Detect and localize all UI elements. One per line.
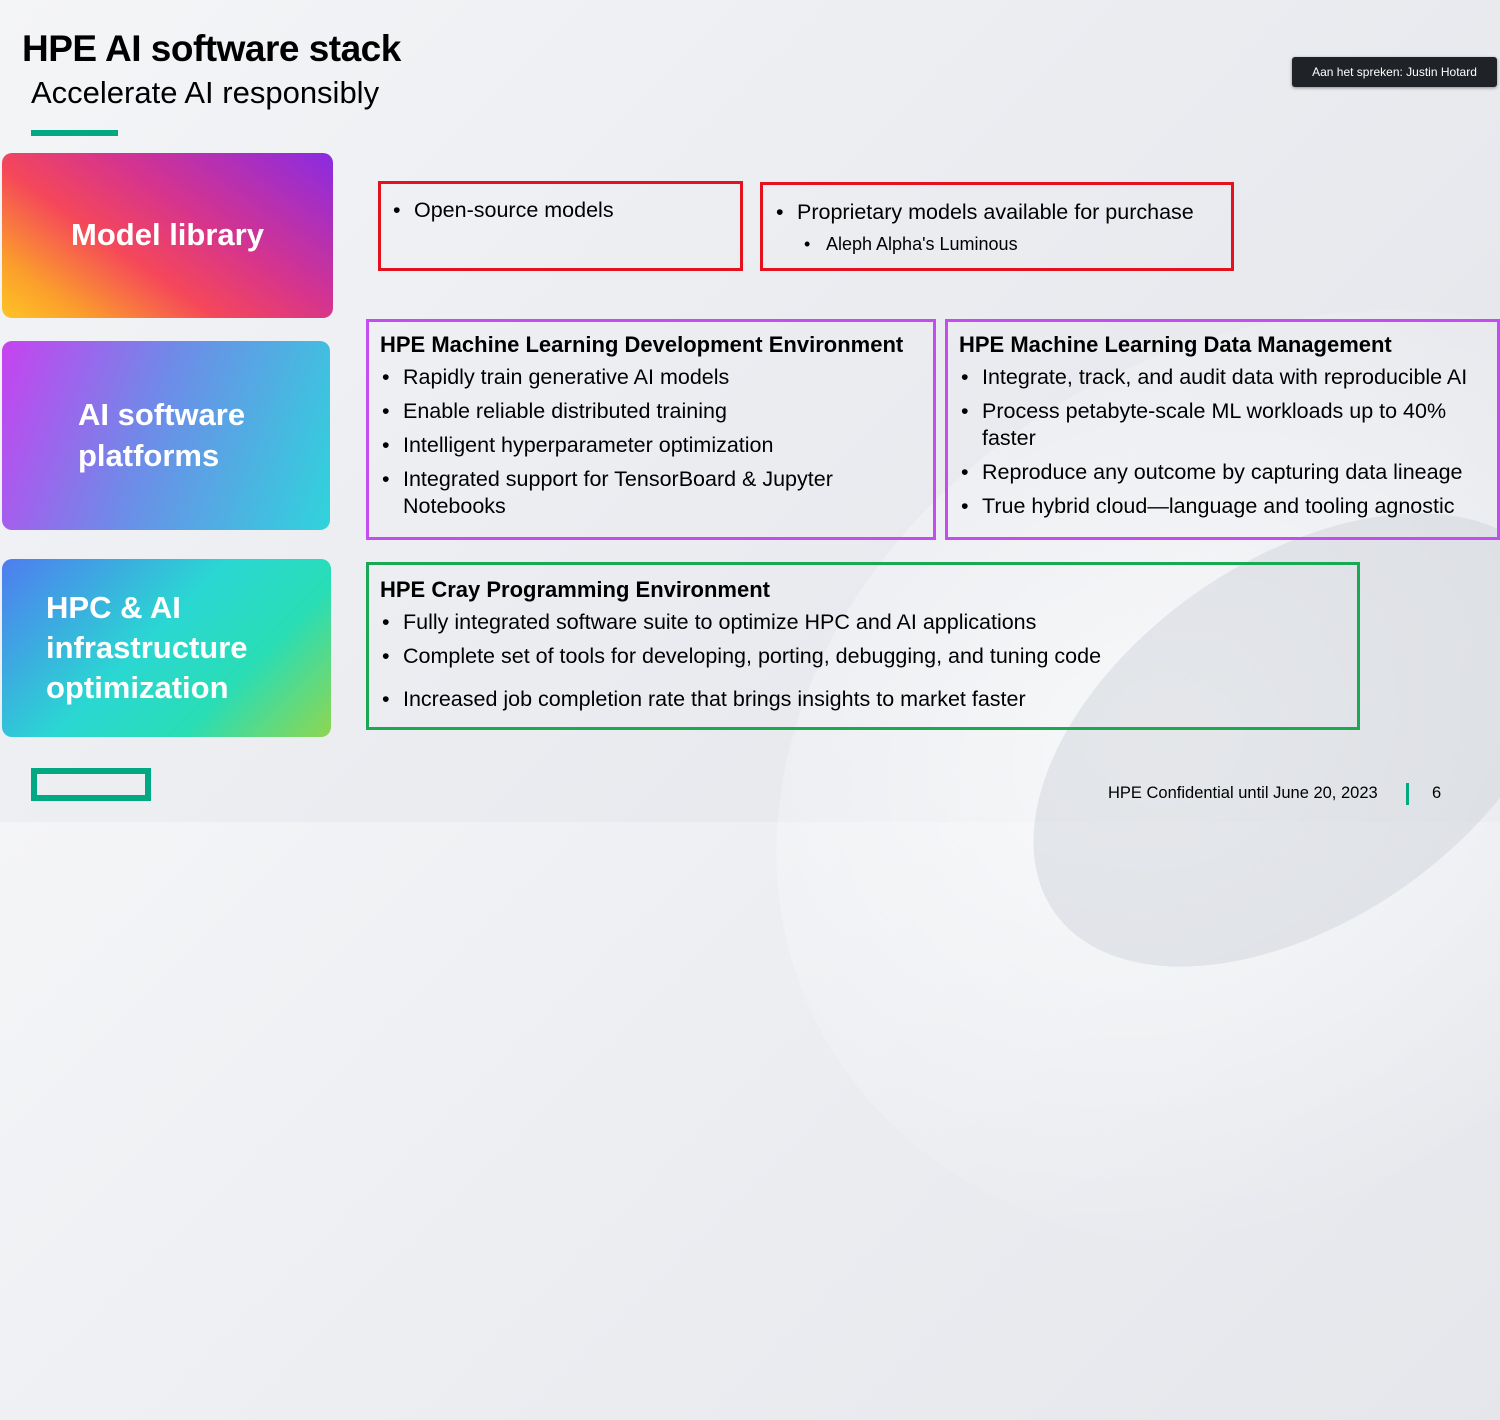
list-item: Enable reliable distributed training bbox=[380, 398, 922, 425]
tile-hpc-ai-infrastructure: HPC & AI infrastructure optimization bbox=[2, 559, 331, 737]
list-item: True hybrid cloud—language and tooling a… bbox=[959, 493, 1486, 520]
page-number: 6 bbox=[1432, 784, 1442, 802]
box-title: HPE Machine Learning Data Management bbox=[959, 332, 1392, 357]
list-item: Complete set of tools for developing, po… bbox=[380, 643, 1346, 670]
tile-hpc-label-line-2: infrastructure bbox=[46, 629, 248, 665]
box-title: HPE Machine Learning Development Environ… bbox=[380, 332, 904, 357]
tile-hpc-label-line-1: HPC & AI bbox=[46, 589, 181, 625]
box-ml-development-environment: HPE Machine Learning Development Environ… bbox=[366, 319, 936, 540]
slide-title: HPE AI software stack bbox=[22, 28, 401, 69]
title-underline bbox=[31, 130, 118, 136]
box-proprietary-models: Proprietary models available for purchas… bbox=[760, 182, 1234, 271]
list-item: Rapidly train generative AI models bbox=[380, 364, 922, 391]
tile-model-library-label: Model library bbox=[71, 217, 264, 253]
footer-divider bbox=[1406, 783, 1409, 805]
box-title: HPE Cray Programming Environment bbox=[380, 577, 770, 602]
list-item: Integrated support for TensorBoard & Jup… bbox=[380, 466, 922, 520]
list-item: Process petabyte-scale ML workloads up t… bbox=[959, 398, 1486, 452]
list-item: Integrate, track, and audit data with re… bbox=[959, 364, 1486, 391]
tile-hpc-label-line-3: optimization bbox=[46, 670, 229, 706]
list-item: Increased job completion rate that bring… bbox=[380, 686, 1346, 713]
box-ml-data-management: HPE Machine Learning Data Management Int… bbox=[945, 319, 1500, 540]
list-item: Intelligent hyperparameter optimization bbox=[380, 432, 922, 459]
list-item: Reproduce any outcome by capturing data … bbox=[959, 459, 1486, 486]
footer-confidential: HPE Confidential until June 20, 2023 bbox=[1108, 784, 1378, 802]
hpe-logo bbox=[31, 768, 151, 801]
speaker-badge: Aan het spreken: Justin Hotard bbox=[1292, 57, 1497, 87]
box-cray-programming-environment: HPE Cray Programming Environment Fully i… bbox=[366, 562, 1360, 730]
tile-ai-label-line-1: AI software bbox=[78, 397, 246, 433]
tile-ai-software-platforms: AI software platforms bbox=[2, 341, 330, 530]
box-open-source-models: Open-source models bbox=[378, 181, 743, 271]
list-item: Open-source models bbox=[391, 197, 730, 224]
slide-subtitle: Accelerate AI responsibly bbox=[31, 75, 380, 110]
tile-model-library: Model library bbox=[2, 153, 333, 318]
tile-ai-label-line-2: platforms bbox=[78, 437, 220, 473]
list-sub-item: Aleph Alpha's Luminous bbox=[774, 231, 1220, 258]
list-item: Proprietary models available for purchas… bbox=[774, 199, 1220, 226]
list-item: Fully integrated software suite to optim… bbox=[380, 609, 1346, 636]
